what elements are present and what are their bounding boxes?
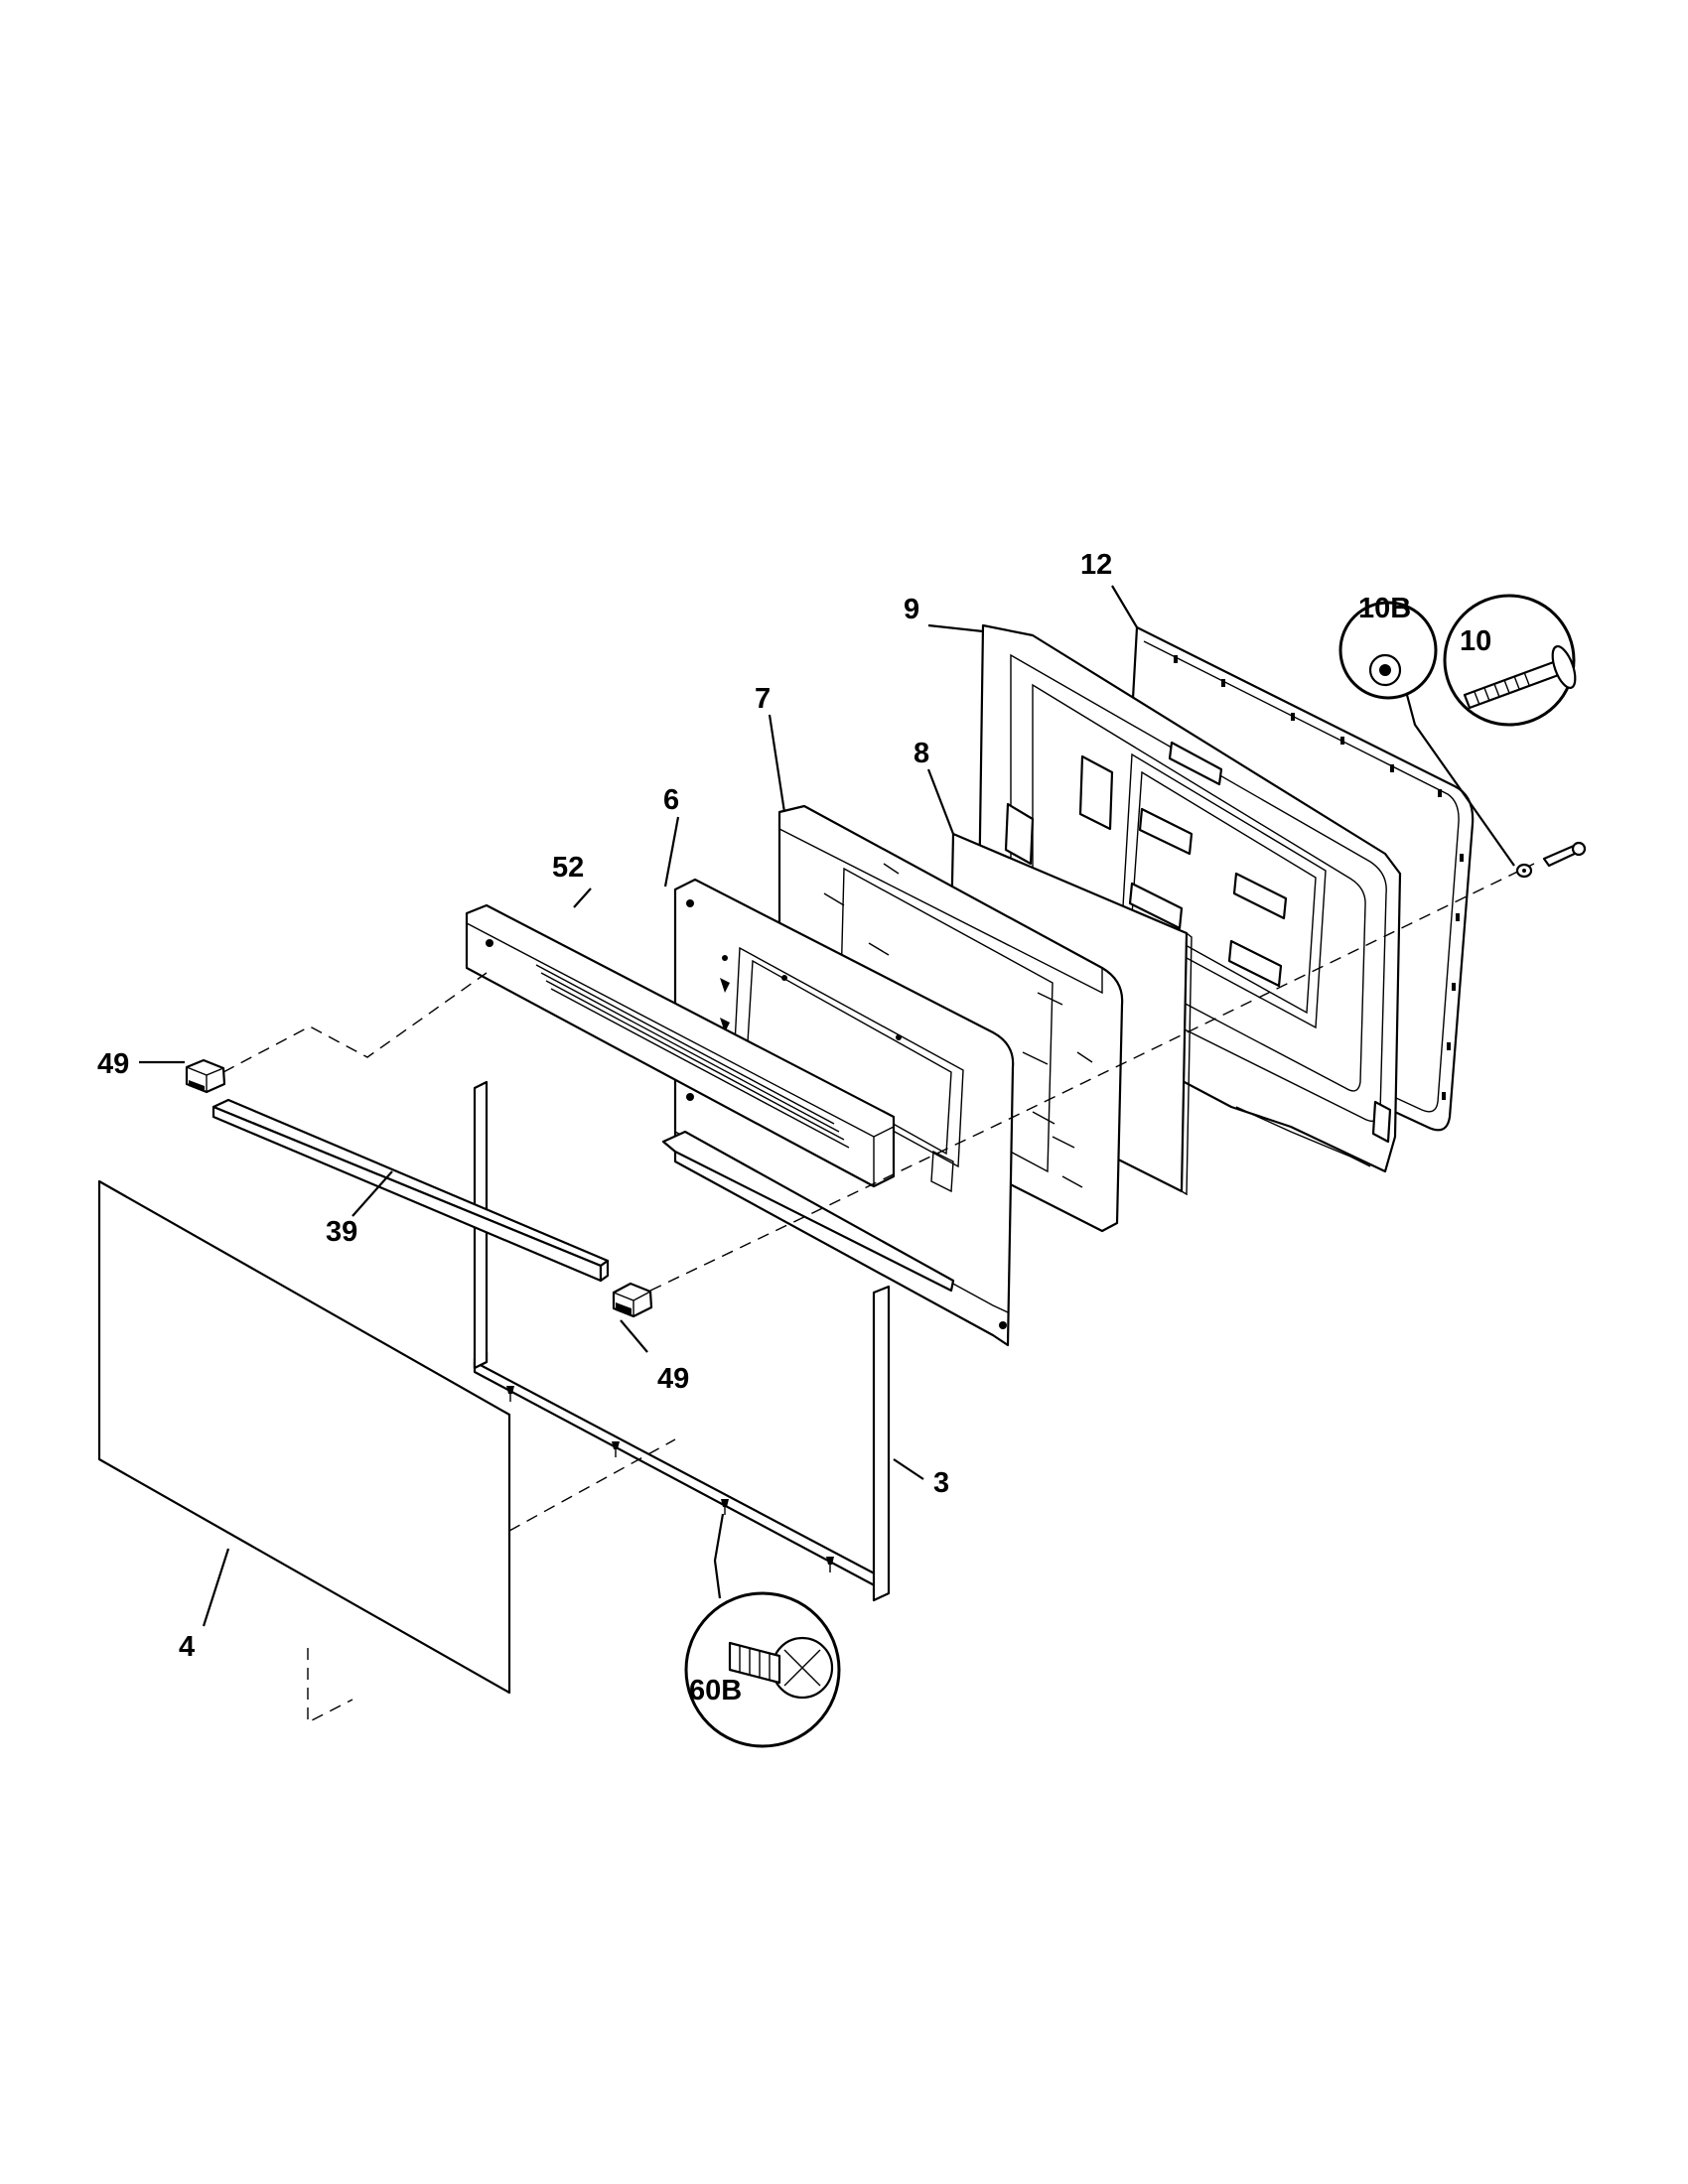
inset-10: [1443, 594, 1577, 727]
label-7: 7: [755, 683, 771, 715]
part-49-end-cap-right: [612, 1282, 653, 1318]
part-4-outer-glass: [97, 1179, 511, 1695]
frame-screws: [506, 1386, 834, 1572]
part-labels: 12 9 10B 10 7 8 6 52 49 39 49 3 4 60B: [97, 549, 1491, 1706]
bolt-icon: [1463, 644, 1577, 710]
screw-icon: [728, 1636, 834, 1700]
label-4: 4: [179, 1631, 195, 1663]
label-9: 9: [904, 594, 919, 625]
label-49-left: 49: [97, 1048, 129, 1080]
part-39-rail: [211, 1098, 610, 1283]
inset-10b: [1338, 601, 1515, 867]
inset-60b: [684, 1513, 841, 1748]
part-49-end-cap-left: [185, 1058, 226, 1094]
part-10-hardware: [1515, 841, 1587, 879]
label-52: 52: [552, 852, 584, 884]
label-6: 6: [663, 784, 679, 816]
label-3: 3: [933, 1467, 949, 1499]
assembly-lines: [222, 863, 1535, 1724]
part-3-door-frame: [473, 1080, 891, 1602]
washer-icon: [1368, 653, 1402, 687]
label-49-right: 49: [657, 1363, 689, 1395]
part-52-top-trim: [465, 903, 896, 1188]
label-12: 12: [1080, 549, 1112, 581]
part-9-inner-door: [976, 623, 1402, 1173]
label-10b: 10B: [1358, 593, 1411, 624]
label-39: 39: [326, 1216, 357, 1248]
label-60b: 60B: [689, 1675, 742, 1706]
label-8: 8: [914, 738, 929, 769]
label-10: 10: [1460, 625, 1491, 657]
leader-lines: [139, 585, 1138, 1627]
